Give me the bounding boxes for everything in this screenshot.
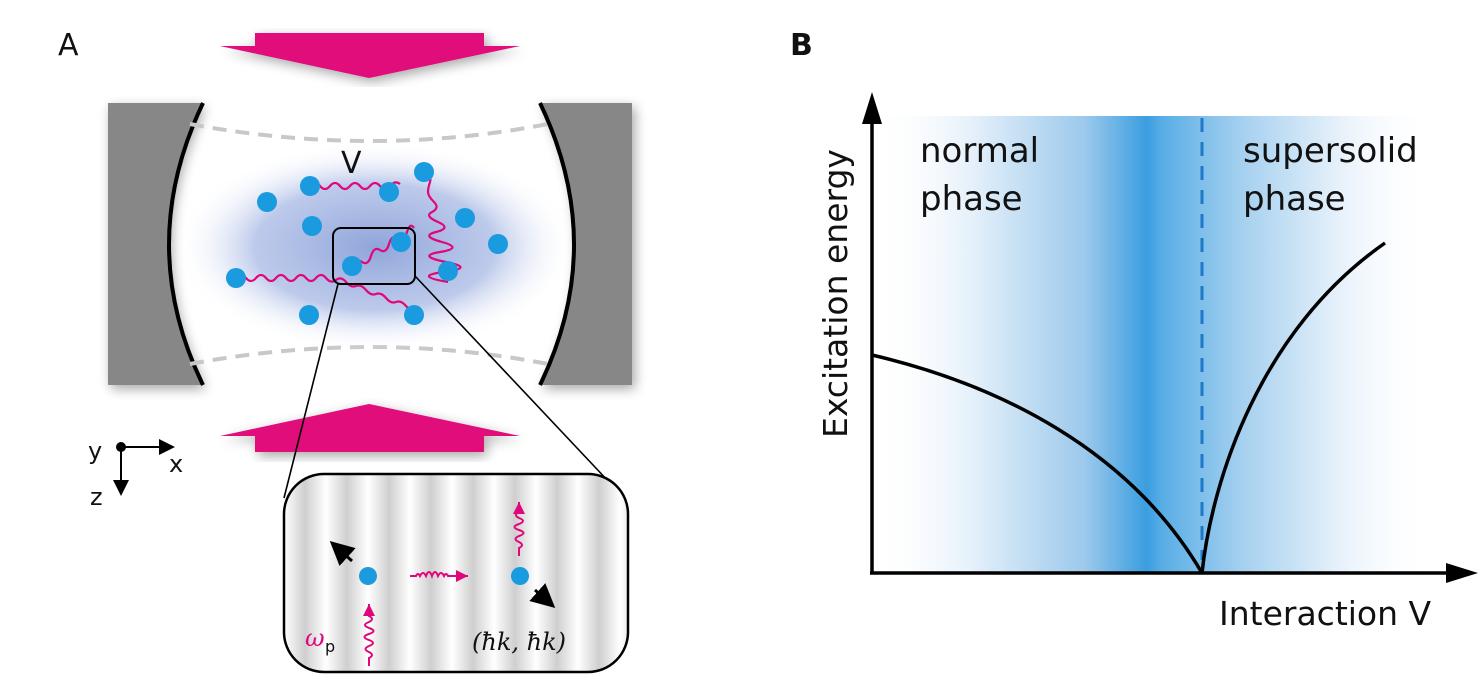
atom [488, 234, 508, 254]
interaction-wave [235, 273, 417, 312]
coordinate-axes: y x z [88, 437, 183, 511]
supersolid-phase-label-line1: supersolid [1243, 131, 1418, 171]
supersolid-phase-curve [1200, 241, 1387, 574]
pump-frequency-symbol: ω [305, 624, 325, 652]
panel-b: B normal phase supersolid phase Interact… [790, 28, 1478, 633]
cavity-mode-top [189, 122, 549, 143]
y-axis-title: Excitation energy [816, 149, 855, 438]
normal-phase-curve [871, 353, 1204, 574]
x-axis-label: x [169, 450, 183, 478]
panel-a-label: A [58, 28, 79, 63]
exchanged-photon-wave [410, 570, 468, 582]
atom-cloud [175, 142, 575, 352]
momentum-label: (ħk, ħk) [472, 628, 566, 656]
phase-gradient-background [872, 116, 1432, 573]
atom [455, 208, 475, 228]
emitted-photon-wave [513, 502, 525, 556]
x-axis-arrowhead [1446, 563, 1478, 583]
y-axis-label: y [88, 437, 102, 465]
pump-beam-bottom [220, 404, 520, 452]
atom [391, 232, 411, 252]
pump-frequency-subscript: p [325, 637, 335, 656]
atom [342, 256, 362, 276]
atom [404, 305, 424, 325]
pump-beam-top [220, 33, 520, 78]
normal-phase-label-line1: normal [920, 131, 1039, 171]
interaction-wave [351, 224, 415, 267]
cavity-mode-bottom [189, 345, 549, 366]
y-axis-arrowhead [862, 92, 882, 124]
atom [257, 192, 277, 212]
atom [299, 305, 319, 325]
interaction-label: V [341, 146, 362, 181]
left-mirror-surface [167, 102, 205, 386]
zoom-line-left [283, 283, 339, 499]
pump-photon-wave [363, 604, 375, 666]
z-axis-label: z [90, 483, 103, 511]
normal-phase-label-line2: phase [920, 179, 1023, 219]
atom [302, 216, 322, 236]
x-axis-title: Interaction V [1219, 594, 1432, 633]
inset-atom-right [511, 567, 529, 585]
atom [300, 176, 320, 196]
left-cavity-mirror [108, 103, 203, 385]
atom [414, 162, 434, 182]
panel-b-label: B [790, 28, 813, 63]
atoms [226, 162, 508, 325]
right-cavity-mirror [540, 103, 632, 385]
zoom-line-right [414, 275, 627, 501]
inset-panel: ω p (ħk, ħk) [282, 472, 630, 674]
zoom-box [332, 227, 416, 285]
panel-a: A V [58, 28, 632, 674]
atom [379, 182, 399, 202]
recoil-arrow-right [529, 583, 556, 608]
inset-atom-left [359, 567, 377, 585]
recoil-arrow-left [329, 540, 356, 566]
atom [226, 268, 246, 288]
supersolid-phase-label-line2: phase [1243, 179, 1346, 219]
atom [438, 261, 458, 281]
